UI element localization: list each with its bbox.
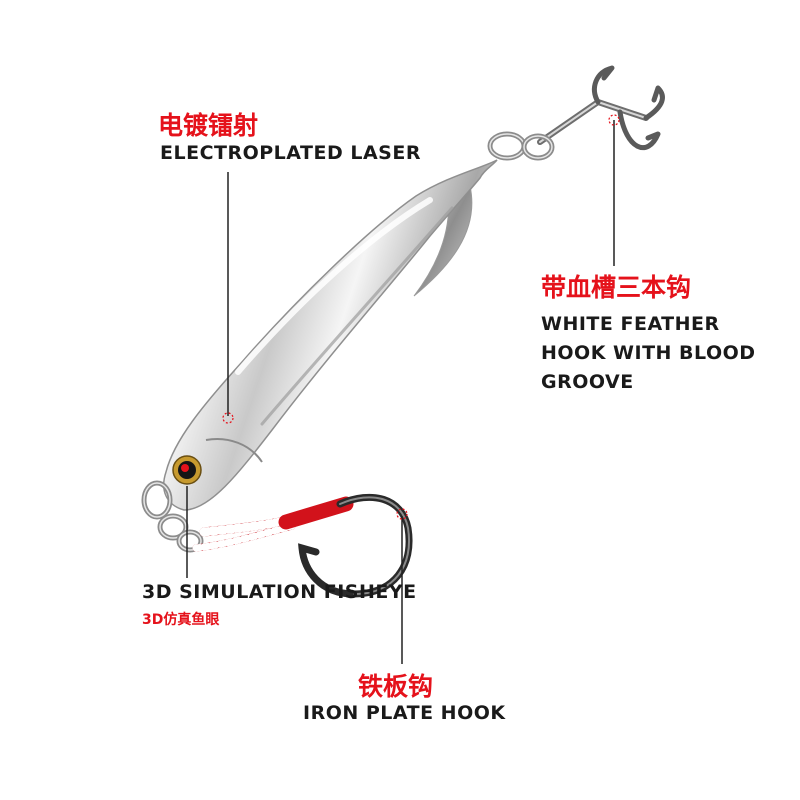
label-treble-hook-en: WHITE FEATHER HOOK WITH BLOOD GROOVE	[541, 310, 756, 397]
split-ring-bottom	[141, 480, 204, 553]
treble-hook	[537, 65, 665, 151]
assist-cord-wrap	[278, 496, 354, 530]
treble-hook-prong-right	[643, 85, 665, 121]
lure-fin	[413, 185, 473, 297]
lure-body-shadow-line	[260, 206, 454, 426]
lure-gill-line	[205, 438, 263, 463]
assist-cord	[192, 496, 354, 552]
pointer-markers	[222, 114, 620, 520]
leader-lines	[186, 120, 615, 664]
split-ring-top	[487, 131, 555, 161]
label-treble-hook-en-line-3: GROOVE	[541, 371, 634, 393]
label-treble-hook-en-line-2: HOOK WITH BLOOD	[541, 342, 756, 364]
label-iron-plate-hook-en: IRON PLATE HOOK	[303, 702, 506, 724]
label-fisheye-en: 3D SIMULATION FISHEYE	[142, 581, 417, 603]
lure-body	[163, 159, 498, 511]
treble-hook-prong-bottom	[617, 109, 661, 151]
fisheye	[172, 455, 202, 485]
label-fisheye-cn: 3D仿真鱼眼	[142, 612, 220, 628]
label-electroplated-en: ELECTROPLATED LASER	[160, 142, 421, 164]
label-electroplated-cn: 电镀镭射	[158, 111, 259, 140]
iron-plate-hook	[298, 493, 413, 598]
label-treble-hook-en-line-1: WHITE FEATHER	[541, 313, 720, 335]
label-treble-hook-cn: 带血槽三本钩	[541, 273, 692, 302]
treble-hook-prong-top	[592, 65, 615, 105]
lure-body-chrome	[163, 159, 498, 511]
label-iron-plate-hook-cn: 铁板钩	[358, 672, 434, 701]
lure-body-highlight	[235, 197, 433, 375]
